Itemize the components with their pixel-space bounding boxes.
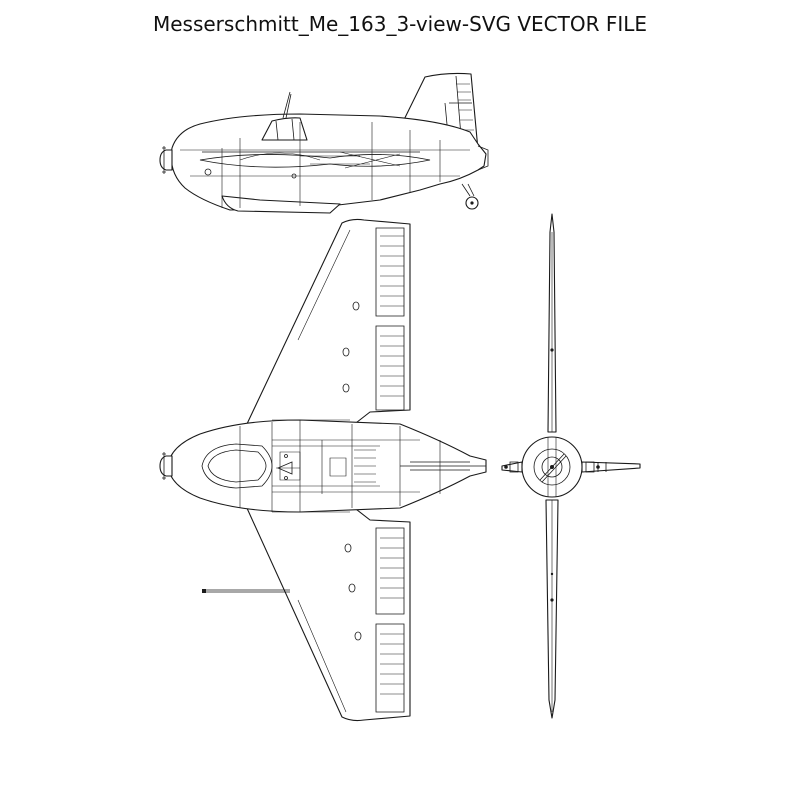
page-title: Messerschmitt_Me_163_3-view-SVG VECTOR F… [152,12,648,36]
side-view-belly [221,195,341,214]
top-view [159,218,487,722]
front-view [501,213,641,719]
front-view-wing-right-stub [581,461,641,473]
side-view-fuselage [170,113,487,211]
side-view [159,72,489,214]
top-view-upper-wing [245,218,411,427]
top-view-nose [159,455,173,477]
top-view-pitot-tube [204,589,290,593]
side-view-canopy [261,117,308,141]
side-view-tail-wheel-strut [461,183,475,197]
side-view-nose-cone [159,149,173,171]
top-view-lower-wing [245,505,411,722]
